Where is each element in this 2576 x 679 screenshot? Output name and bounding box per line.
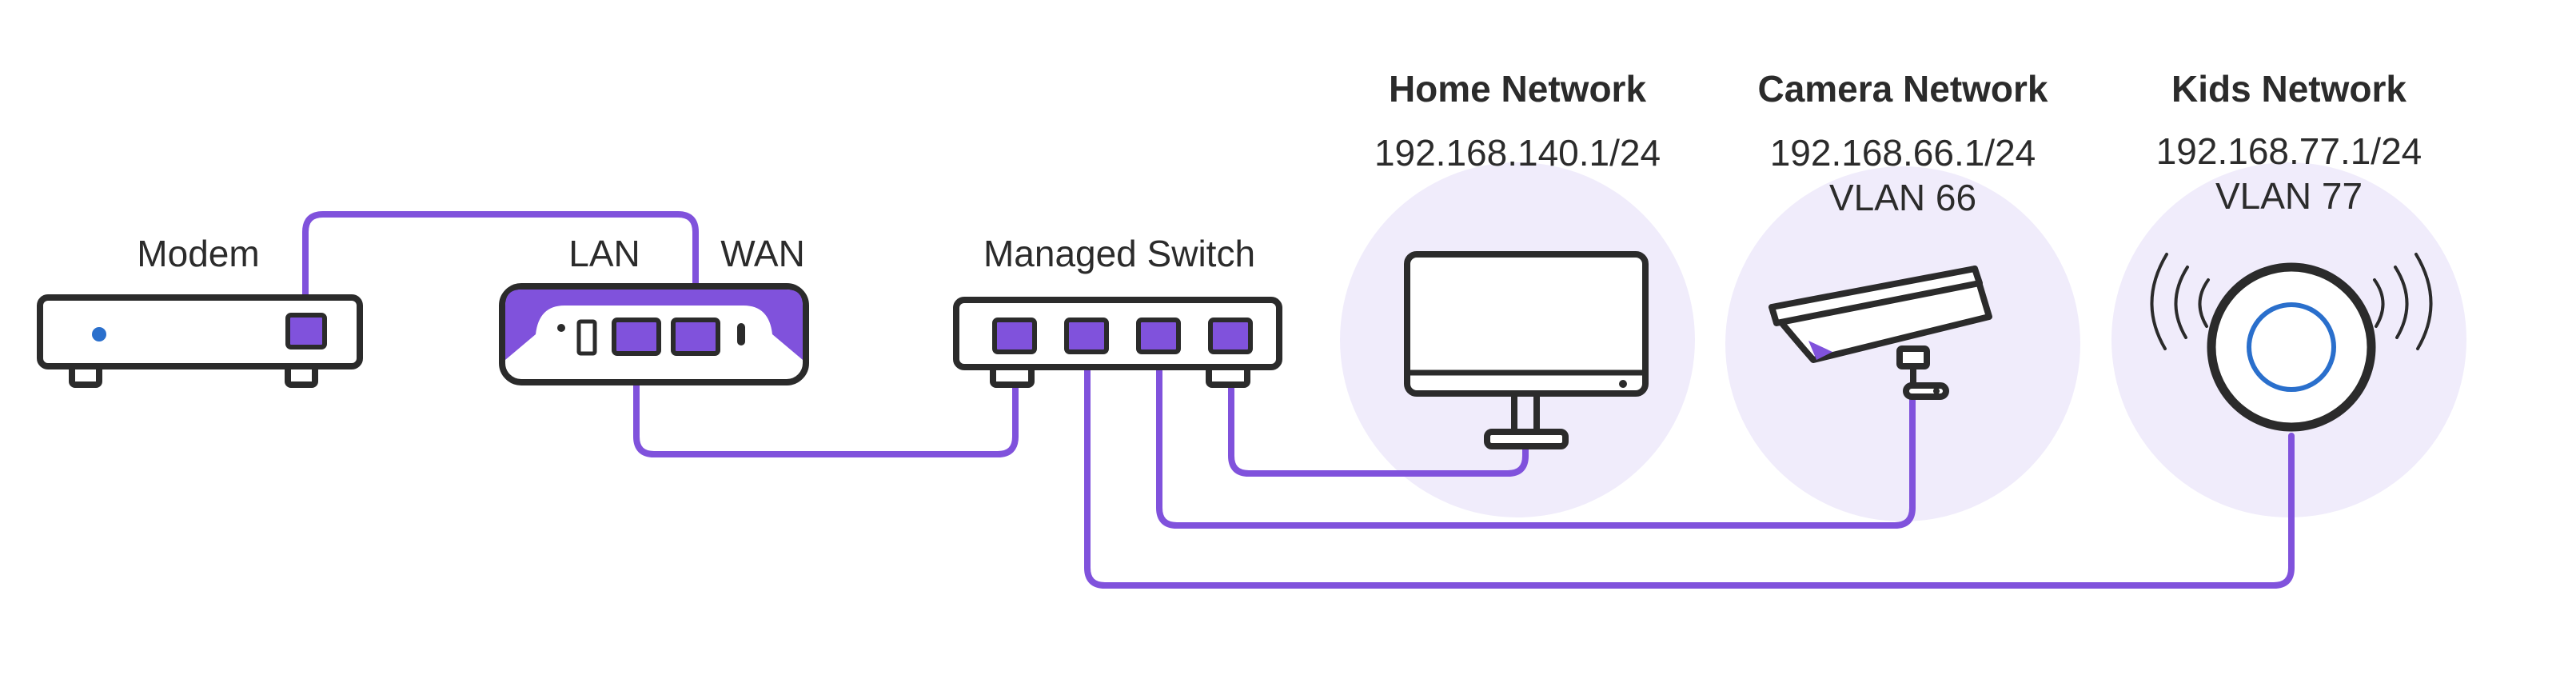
switch-icon xyxy=(953,297,1282,388)
router-lan-port xyxy=(612,318,661,356)
cable-switch-to-camera xyxy=(1156,347,1916,529)
kids-network-subnet: 192.168.77.1/24 xyxy=(2156,130,2422,172)
camera-network-subnet: 192.168.66.1/24 xyxy=(1770,132,2036,174)
cable-switch-to-kids xyxy=(1084,347,2295,589)
security-camera-icon xyxy=(1769,266,1992,400)
kids-network-vlan: VLAN 77 xyxy=(2215,175,2363,217)
router-wan-label: WAN xyxy=(720,233,805,274)
router-lan-label: LAN xyxy=(568,233,640,274)
home-network-subnet: 192.168.140.1/24 xyxy=(1374,132,1661,174)
modem-icon xyxy=(37,294,363,388)
router-usb-slot xyxy=(576,319,597,356)
wifi-waves-right-icon xyxy=(2373,253,2433,350)
kids-network-title: Kids Network xyxy=(2171,68,2407,110)
camera-network-zone xyxy=(1725,166,2080,521)
router-top-band xyxy=(505,290,803,360)
switch-port-3 xyxy=(1136,318,1181,354)
switch-port-1 xyxy=(992,318,1037,354)
cable-modem-to-wan xyxy=(302,211,699,338)
wifi-waves-left-icon xyxy=(2150,253,2210,350)
switch-port-2 xyxy=(1064,318,1109,354)
wireless-access-point-icon xyxy=(2150,253,2433,432)
router-power-indicator xyxy=(737,323,745,345)
home-network-title: Home Network xyxy=(1389,68,1646,110)
switch-label: Managed Switch xyxy=(983,233,1255,274)
camera-network-title: Camera Network xyxy=(1757,68,2048,110)
modem-port xyxy=(285,313,327,349)
monitor-icon xyxy=(1404,251,1649,449)
switch-port-4 xyxy=(1208,318,1253,354)
router-wan-port xyxy=(671,318,720,356)
router-reset-dot xyxy=(557,324,565,332)
modem-label: Modem xyxy=(137,233,259,274)
cable-lan-to-switch xyxy=(633,347,1019,457)
cable-switch-to-home xyxy=(1228,347,1529,477)
router-icon xyxy=(499,283,809,385)
modem-status-led xyxy=(92,327,106,341)
camera-network-vlan: VLAN 66 xyxy=(1829,177,1976,218)
